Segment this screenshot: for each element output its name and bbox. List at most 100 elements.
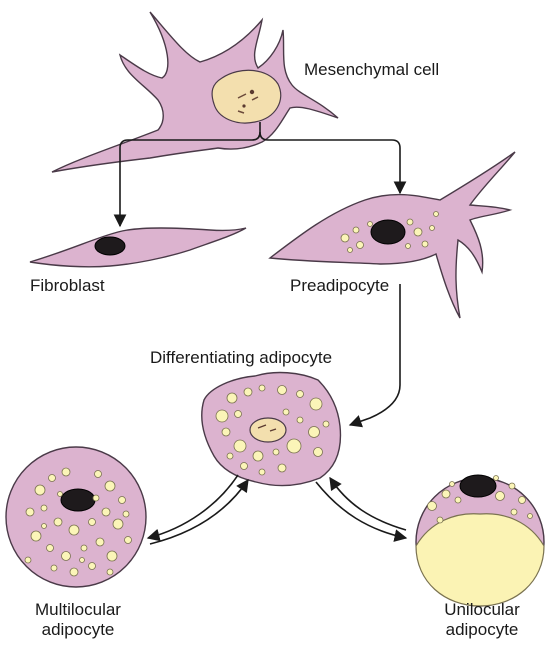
lipid-droplet	[287, 439, 301, 453]
lipid-droplet	[430, 226, 435, 231]
lipid-droplet	[70, 568, 78, 576]
lipid-droplet	[227, 393, 237, 403]
multilocular-label-line2: adipocyte	[16, 620, 140, 640]
lipid-droplet	[442, 490, 450, 498]
lipid-droplet	[253, 451, 263, 461]
unilocular-nucleus	[460, 475, 496, 497]
lipid-droplet	[35, 485, 45, 495]
reversible-arrows-left	[148, 475, 248, 544]
lipid-droplet	[244, 388, 252, 396]
lipid-droplet	[69, 525, 79, 535]
lipid-droplet	[62, 468, 70, 476]
lipid-droplet	[283, 409, 289, 415]
reversible-arrows-right	[316, 478, 406, 538]
lipid-droplet	[511, 509, 517, 515]
lipid-droplet	[496, 492, 505, 501]
lipid-droplet	[241, 463, 248, 470]
lipid-droplet	[95, 471, 102, 478]
lipid-droplet	[259, 469, 265, 475]
unilocular-lipid-droplet	[416, 514, 544, 606]
lipid-droplet	[368, 222, 373, 227]
lipid-droplet	[81, 545, 87, 551]
lipid-droplet	[47, 545, 54, 552]
fibroblast-cell	[30, 228, 246, 267]
lipid-droplet	[26, 508, 34, 516]
preadipocyte-nucleus	[371, 220, 405, 244]
mesenchymal-cell-label: Mesenchymal cell	[304, 60, 439, 80]
differentiating-adipocyte-cell	[202, 373, 341, 486]
lipid-droplet	[528, 514, 533, 519]
lipid-droplet	[422, 241, 428, 247]
lipid-droplet	[107, 551, 117, 561]
preadipocyte-label: Preadipocyte	[290, 276, 389, 296]
lipid-droplet	[96, 538, 104, 546]
lipid-droplet	[323, 421, 329, 427]
lipid-droplet	[348, 248, 353, 253]
lipid-droplet	[297, 391, 304, 398]
lipid-droplet	[93, 495, 99, 501]
lipid-droplet	[107, 569, 113, 575]
lipid-droplet	[309, 427, 320, 438]
lipid-droplet	[341, 234, 349, 242]
lipid-droplet	[450, 482, 455, 487]
lipid-droplet	[310, 398, 322, 410]
fibroblast-nucleus	[95, 237, 125, 255]
lipid-droplet	[314, 448, 323, 457]
lipid-droplet	[407, 219, 413, 225]
lipid-droplet	[227, 453, 233, 459]
lipid-droplet	[406, 244, 411, 249]
mesenchymal-cell	[52, 12, 338, 172]
lipid-droplet	[434, 212, 439, 217]
unilocular-label-line1: Unilocular	[420, 600, 544, 620]
lipid-droplet	[62, 552, 71, 561]
multilocular-nucleus	[61, 489, 95, 511]
lipid-droplet	[41, 505, 47, 511]
multilocular-label-line1: Multilocular	[16, 600, 140, 620]
lipid-droplet	[42, 524, 47, 529]
lipid-droplet	[113, 519, 123, 529]
mesenchymal-cell-body	[52, 12, 338, 172]
lipid-droplet	[437, 517, 443, 523]
multilocular-adipocyte-label: Multilocular adipocyte	[16, 600, 140, 640]
lipid-droplet	[222, 428, 230, 436]
mesenchymal-nucleus	[212, 70, 281, 123]
lipid-droplet	[105, 481, 115, 491]
lipid-droplet	[235, 411, 242, 418]
multilocular-adipocyte-cell	[6, 447, 146, 587]
lipid-droplet	[25, 557, 31, 563]
lipid-droplet	[494, 476, 499, 481]
lipid-droplet	[278, 386, 287, 395]
lipid-droplet	[455, 497, 461, 503]
unilocular-label-line2: adipocyte	[420, 620, 544, 640]
lipid-droplet	[54, 518, 62, 526]
lipid-droplet	[102, 508, 110, 516]
lipid-droplet	[259, 385, 265, 391]
lipid-droplet	[31, 531, 41, 541]
lipid-droplet	[297, 417, 303, 423]
differentiating-nucleus	[250, 418, 286, 442]
lipid-droplet	[58, 492, 63, 497]
lipid-droplet	[509, 483, 515, 489]
lipid-droplet	[357, 242, 364, 249]
lipid-droplet	[125, 537, 132, 544]
lipid-droplet	[278, 464, 286, 472]
lipid-droplet	[428, 502, 437, 511]
lipid-droplet	[273, 449, 279, 455]
lipid-droplet	[234, 440, 246, 452]
arrow-to-preadipocyte	[260, 132, 400, 193]
lipid-droplet	[49, 475, 56, 482]
lipid-droplet	[80, 558, 85, 563]
arrow-to-differentiating	[350, 284, 400, 425]
lipid-droplet	[353, 227, 359, 233]
lipid-droplet	[51, 565, 57, 571]
lipid-droplet	[216, 410, 228, 422]
lipid-droplet	[89, 563, 96, 570]
lipid-droplet	[414, 228, 422, 236]
unilocular-adipocyte-cell	[416, 475, 544, 606]
fibroblast-label: Fibroblast	[30, 276, 105, 296]
lipid-droplet	[519, 497, 526, 504]
unilocular-adipocyte-label: Unilocular adipocyte	[420, 600, 544, 640]
lipid-droplet	[89, 519, 96, 526]
